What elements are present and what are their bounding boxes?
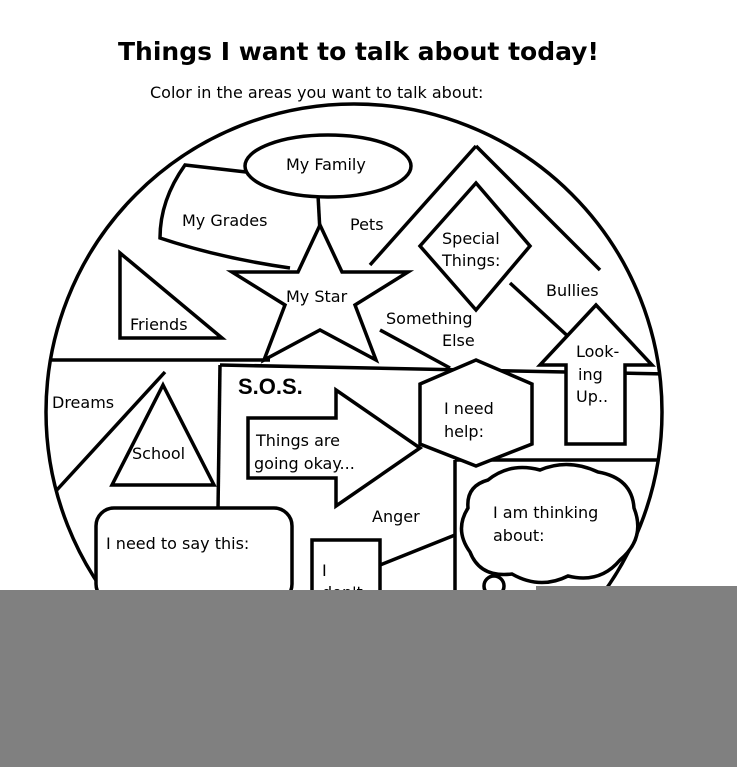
label-things-okay-1: Things are: [255, 431, 340, 450]
looking-up-arrow[interactable]: [535, 302, 657, 446]
page-title: Things I want to talk about today!: [118, 37, 599, 66]
label-i-need-help-1: I need: [444, 399, 494, 418]
label-bullies: Bullies: [546, 281, 599, 300]
label-i-dont-1: I: [322, 561, 327, 580]
label-my-grades: My Grades: [182, 211, 267, 230]
label-things-okay-2: going okay...: [254, 454, 355, 473]
label-pets: Pets: [350, 215, 384, 234]
gray-overlay-notch: [536, 586, 737, 594]
label-i-am-thinking-2: about:: [493, 526, 545, 545]
friends-triangle[interactable]: [118, 249, 227, 340]
label-something-else-2: Else: [442, 331, 475, 350]
things-okay-arrow[interactable]: [246, 386, 424, 510]
label-looking-up-3: Up..: [576, 387, 608, 406]
label-friends: Friends: [130, 315, 188, 334]
label-i-need-help-2: help:: [444, 422, 484, 441]
label-anger: Anger: [372, 507, 420, 526]
special-things-diamond[interactable]: [417, 180, 533, 313]
label-my-family: My Family: [286, 155, 366, 174]
label-special-things-1: Special: [442, 229, 500, 248]
label-my-star: My Star: [286, 287, 348, 306]
label-sos: S.O.S.: [238, 374, 303, 399]
i-am-thinking-cloud[interactable]: [459, 462, 640, 609]
label-i-am-thinking-1: I am thinking: [493, 503, 598, 522]
i-need-help-hexagon[interactable]: [418, 358, 534, 468]
i-need-to-say-box[interactable]: [94, 506, 294, 604]
label-something-else-1: Something: [386, 309, 473, 328]
label-looking-up-2: ing: [578, 365, 603, 384]
label-dreams: Dreams: [52, 393, 114, 412]
label-school: School: [132, 444, 185, 463]
instructions: Color in the areas you want to talk abou…: [150, 83, 483, 102]
my-family-ellipse[interactable]: [243, 133, 413, 199]
gray-overlay: [0, 590, 737, 767]
label-special-things-2: Things:: [441, 251, 500, 270]
school-triangle[interactable]: [109, 381, 217, 487]
label-i-need-to-say: I need to say this:: [106, 534, 249, 553]
label-looking-up-1: Look-: [576, 342, 619, 361]
my-star[interactable]: [225, 220, 415, 364]
